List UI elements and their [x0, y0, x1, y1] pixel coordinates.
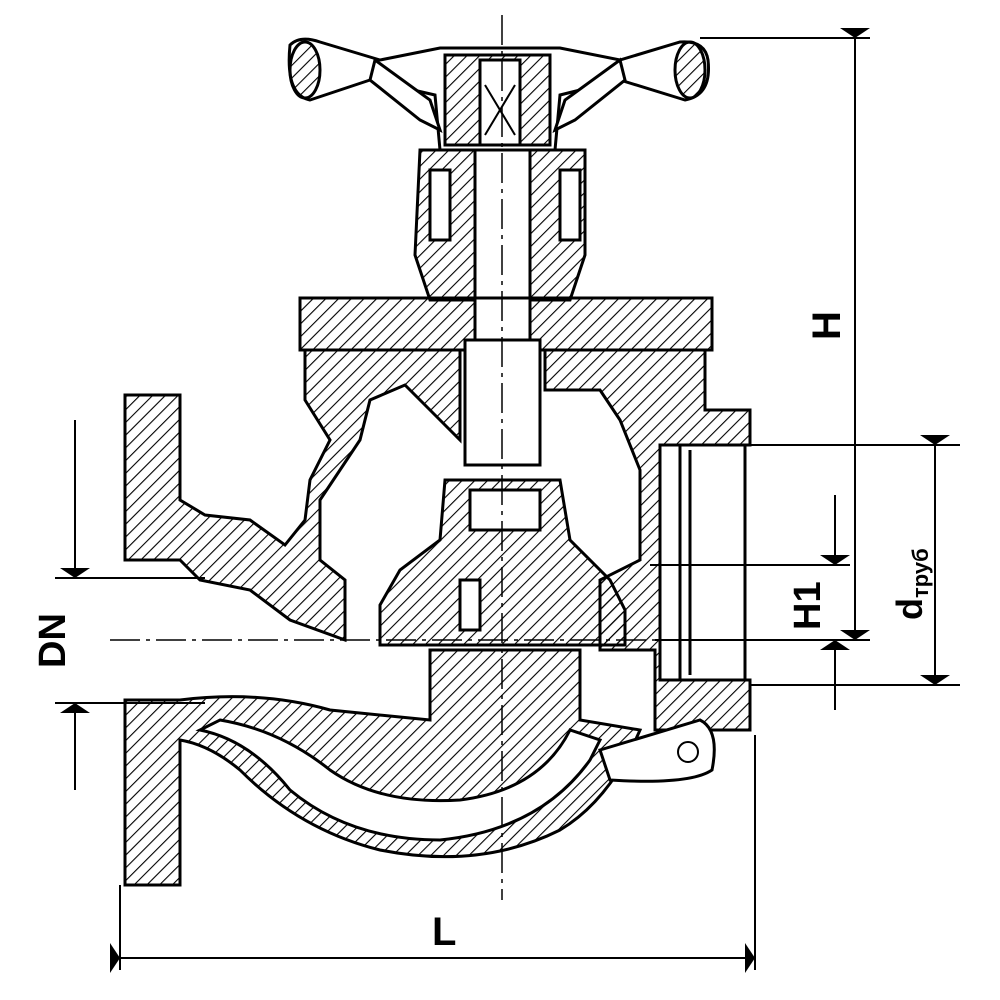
- valve-body: [123, 37, 752, 887]
- label-l: L: [432, 910, 456, 954]
- bonnet: [413, 148, 587, 302]
- valve-disc: [378, 478, 627, 647]
- dimension-lines: [55, 28, 960, 973]
- centerlines: [110, 15, 690, 900]
- label-h1: H1: [787, 581, 829, 630]
- label-h: H: [805, 311, 849, 340]
- handwheel: [287, 37, 711, 152]
- label-d-subscript: труб: [908, 548, 933, 598]
- label-d-pipe: dтруб: [889, 548, 933, 620]
- label-d: d: [889, 598, 930, 620]
- label-dn: DN: [32, 613, 74, 668]
